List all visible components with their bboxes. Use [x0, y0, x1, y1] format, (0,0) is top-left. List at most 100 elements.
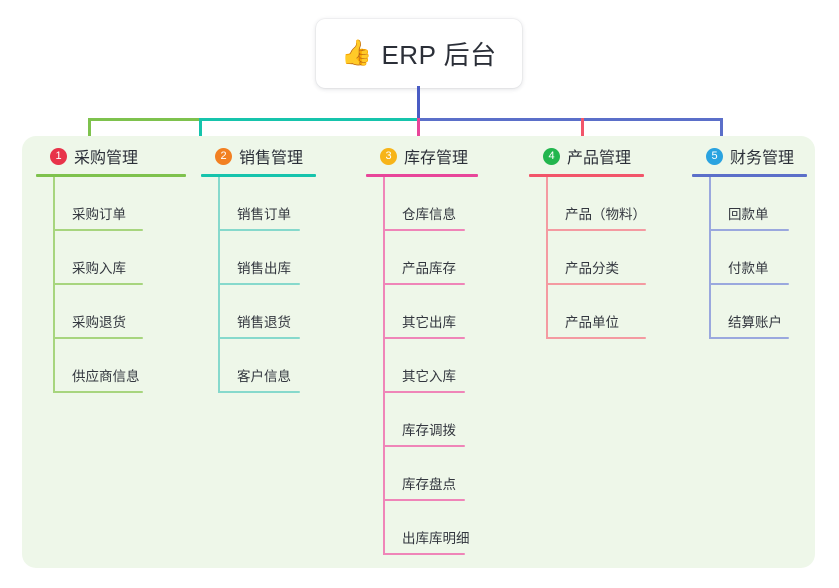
leaf-item-label: 其它入库	[402, 369, 456, 384]
leaf-item-label: 库存调拨	[402, 423, 456, 438]
leaf-item-underline	[383, 229, 465, 231]
leaf-item[interactable]: 其它出库	[366, 285, 478, 339]
leaf-item-underline	[546, 337, 646, 339]
leaf-item[interactable]: 供应商信息	[36, 339, 186, 393]
branch-underline-2	[201, 174, 316, 177]
leaf-item-underline	[546, 283, 646, 285]
drop-finance	[720, 118, 723, 148]
branch-title-1: 采购管理	[74, 150, 139, 167]
leaf-item-label: 产品单位	[565, 315, 619, 330]
leaf-item[interactable]: 采购订单	[36, 177, 186, 231]
branch-items-5: 回款单付款单结算账户	[692, 177, 807, 339]
bus-segment-teal	[199, 118, 419, 121]
branch-header-2[interactable]: 2 销售管理	[201, 144, 316, 168]
leaf-item-label: 产品（物料）	[565, 207, 646, 222]
branch-underline-1	[36, 174, 186, 177]
leaf-item[interactable]: 出库库明细	[366, 501, 478, 555]
leaf-item[interactable]: 仓库信息	[366, 177, 478, 231]
leaf-item-label: 库存盘点	[402, 477, 456, 492]
leaf-item[interactable]: 销售退货	[201, 285, 316, 339]
branch-badge-5: 5	[706, 147, 723, 165]
branch-badge-2: 2	[215, 147, 232, 165]
branch-column-5: 5 财务管理回款单付款单结算账户	[692, 144, 807, 339]
branch-spine-4	[546, 177, 548, 339]
leaf-item-label: 销售退货	[237, 315, 291, 330]
leaf-item-underline	[383, 445, 465, 447]
thumbs-up-icon: 👍	[341, 39, 373, 67]
leaf-item[interactable]: 产品（物料）	[529, 177, 646, 231]
drop-sales	[199, 118, 202, 148]
root-node-content: 👍 ERP 后台	[341, 35, 496, 72]
drop-purchase	[88, 118, 91, 148]
leaf-item-label: 供应商信息	[72, 369, 140, 384]
leaf-item-underline	[218, 391, 300, 393]
branch-title-2: 销售管理	[239, 150, 304, 167]
leaf-item-underline	[383, 391, 465, 393]
leaf-item[interactable]: 采购入库	[36, 231, 186, 285]
branch-items-4: 产品（物料） 产品分类产品单位	[529, 177, 646, 339]
leaf-item[interactable]: 付款单	[692, 231, 807, 285]
leaf-item-underline	[53, 391, 143, 393]
leaf-item[interactable]: 库存盘点	[366, 447, 478, 501]
leaf-item[interactable]: 产品单位	[529, 285, 646, 339]
leaf-item[interactable]: 其它入库	[366, 339, 478, 393]
leaf-item-label: 销售订单	[237, 207, 291, 222]
leaf-item[interactable]: 采购退货	[36, 285, 186, 339]
leaf-item[interactable]: 客户信息	[201, 339, 316, 393]
branch-title-5: 财务管理	[730, 150, 795, 167]
leaf-item-label: 结算账户	[728, 315, 782, 330]
branch-underline-4	[529, 174, 644, 177]
leaf-item-underline	[709, 337, 789, 339]
leaf-item[interactable]: 产品分类	[529, 231, 646, 285]
branch-badge-3: 3	[380, 147, 397, 165]
leaf-item-label: 采购退货	[72, 315, 126, 330]
branch-spine-1	[53, 177, 55, 393]
leaf-item-underline	[53, 229, 143, 231]
leaf-item-underline	[383, 283, 465, 285]
leaf-item-underline	[53, 283, 143, 285]
leaf-item[interactable]: 结算账户	[692, 285, 807, 339]
leaf-item-label: 产品库存	[402, 261, 456, 276]
leaf-item-label: 销售出库	[237, 261, 291, 276]
branch-items-1: 采购订单采购入库采购退货供应商信息	[36, 177, 186, 393]
branch-spine-5	[709, 177, 711, 339]
leaf-item-underline	[218, 283, 300, 285]
leaf-item-label: 付款单	[728, 261, 769, 276]
branches-panel	[22, 136, 815, 568]
branch-header-5[interactable]: 5 财务管理	[692, 144, 807, 168]
leaf-item[interactable]: 回款单	[692, 177, 807, 231]
root-title: ERP 后台	[381, 40, 497, 70]
branch-underline-5	[692, 174, 807, 177]
leaf-item-label: 仓库信息	[402, 207, 456, 222]
leaf-item-underline	[218, 229, 300, 231]
branch-title-3: 库存管理	[404, 150, 469, 167]
leaf-item-label: 客户信息	[237, 369, 291, 384]
branch-spine-3	[383, 177, 385, 555]
leaf-item-label: 其它出库	[402, 315, 456, 330]
branch-column-2: 2 销售管理销售订单销售出库销售退货客户信息	[201, 144, 316, 393]
leaf-item-label: 产品分类	[565, 261, 619, 276]
root-node[interactable]: 👍 ERP 后台	[316, 19, 522, 88]
leaf-item[interactable]: 库存调拨	[366, 393, 478, 447]
branch-spine-2	[218, 177, 220, 393]
branch-column-3: 3 库存管理仓库信息产品库存其它出库其它入库库存调拨库存盘点出库库明细	[366, 144, 478, 555]
leaf-item-label: 采购订单	[72, 207, 126, 222]
branch-items-2: 销售订单销售出库销售退货客户信息	[201, 177, 316, 393]
leaf-item[interactable]: 产品库存	[366, 231, 478, 285]
branch-underline-3	[366, 174, 478, 177]
leaf-item-underline	[218, 337, 300, 339]
leaf-item[interactable]: 销售订单	[201, 177, 316, 231]
leaf-item[interactable]: 销售出库	[201, 231, 316, 285]
branch-header-3[interactable]: 3 库存管理	[366, 144, 478, 168]
leaf-item-underline	[709, 229, 789, 231]
drop-inventory	[417, 118, 420, 148]
leaf-item-label: 回款单	[728, 207, 769, 222]
leaf-item-underline	[709, 283, 789, 285]
leaf-item-label: 采购入库	[72, 261, 126, 276]
leaf-item-underline	[383, 499, 465, 501]
